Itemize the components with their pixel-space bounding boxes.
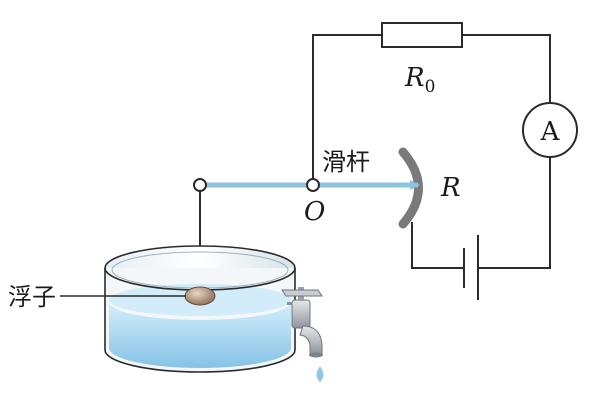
wire-ammeter-to-battery [478, 157, 551, 269]
water-body [109, 302, 291, 368]
ammeter-label: A [540, 117, 561, 147]
resistor-r0 [381, 22, 463, 48]
faucet-icon [281, 287, 323, 358]
pivot-label: O [304, 197, 325, 227]
ammeter-symbol [522, 102, 578, 158]
lever-label: 滑杆 [322, 148, 370, 176]
wire-battery-to-rheostat [411, 222, 464, 269]
water-drop-icon [316, 366, 324, 382]
water-tank [104, 245, 296, 373]
battery-symbol [463, 235, 479, 300]
lever-joint [193, 178, 207, 192]
float-ball [184, 286, 216, 306]
r-label: R [440, 173, 461, 203]
r0-label: R0 [404, 63, 435, 97]
float-label: 浮子 [8, 283, 56, 311]
pivot-point [306, 178, 320, 192]
wire-pivot-to-r0 [312, 34, 382, 185]
circuit-wires [312, 34, 551, 269]
wire-r0-to-ammeter [462, 34, 551, 103]
rheostat-arc [398, 147, 423, 229]
